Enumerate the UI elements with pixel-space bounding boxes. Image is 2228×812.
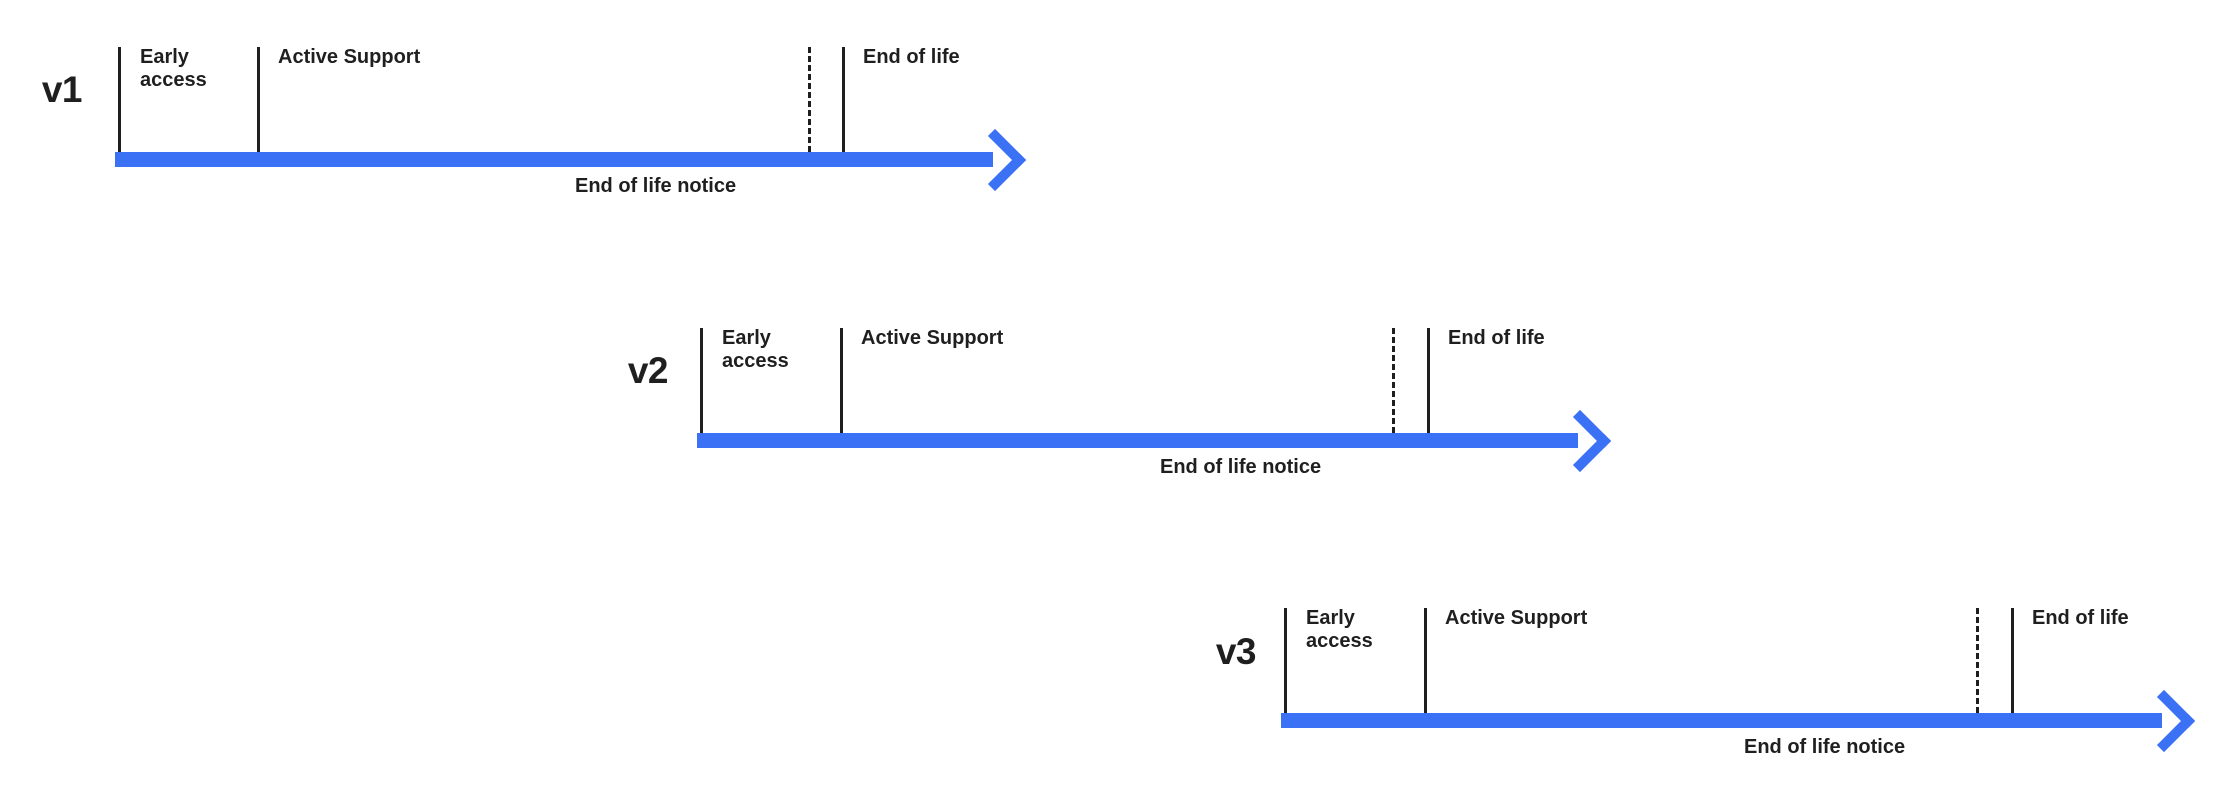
- version-label-v2: v2: [627, 350, 669, 391]
- phase-divider-early-access-start: [1284, 608, 1287, 713]
- end-of-life-notice-marker: [1392, 328, 1395, 433]
- phase-label-end-of-life: End of life: [863, 46, 960, 68]
- phase-divider-early-access-start: [700, 328, 703, 433]
- phase-divider-active-support-start: [1424, 608, 1427, 713]
- phase-label-active-support: Active Support: [861, 327, 1004, 349]
- timeline-arrow-shaft: [697, 433, 1578, 448]
- end-of-life-notice-label: End of life notice: [1744, 736, 1906, 758]
- end-of-life-notice-marker: [808, 47, 811, 152]
- phase-divider-active-support-start: [257, 47, 260, 152]
- end-of-life-notice-marker: [1976, 608, 1979, 713]
- phase-label-active-support: Active Support: [278, 46, 421, 68]
- phase-label-early-access: Early access: [722, 327, 789, 372]
- timeline-arrow-shaft: [1281, 713, 2162, 728]
- phase-label-end-of-life: End of life: [2032, 607, 2129, 629]
- phase-label-end-of-life: End of life: [1448, 327, 1545, 349]
- timeline-arrow: [1281, 689, 2196, 752]
- phase-divider-end-of-life-start: [1427, 328, 1430, 433]
- version-label-v3: v3: [1215, 631, 1257, 672]
- timeline-arrow: [697, 409, 1612, 472]
- timeline-arrow-head-icon: [2132, 689, 2196, 752]
- phase-divider-active-support-start: [840, 328, 843, 433]
- end-of-life-notice-label: End of life notice: [1160, 456, 1322, 478]
- version-label-v1: v1: [41, 69, 83, 110]
- phase-divider-end-of-life-start: [2011, 608, 2014, 713]
- phase-divider-early-access-start: [118, 47, 121, 152]
- phase-label-early-access: Early access: [1306, 607, 1373, 652]
- phase-label-active-support: Active Support: [1445, 607, 1588, 629]
- timeline-arrow-shaft: [115, 152, 993, 167]
- phase-divider-end-of-life-start: [842, 47, 845, 152]
- timeline-arrow: [115, 128, 1027, 191]
- phase-label-early-access: Early access: [140, 46, 207, 91]
- end-of-life-notice-label: End of life notice: [575, 175, 737, 197]
